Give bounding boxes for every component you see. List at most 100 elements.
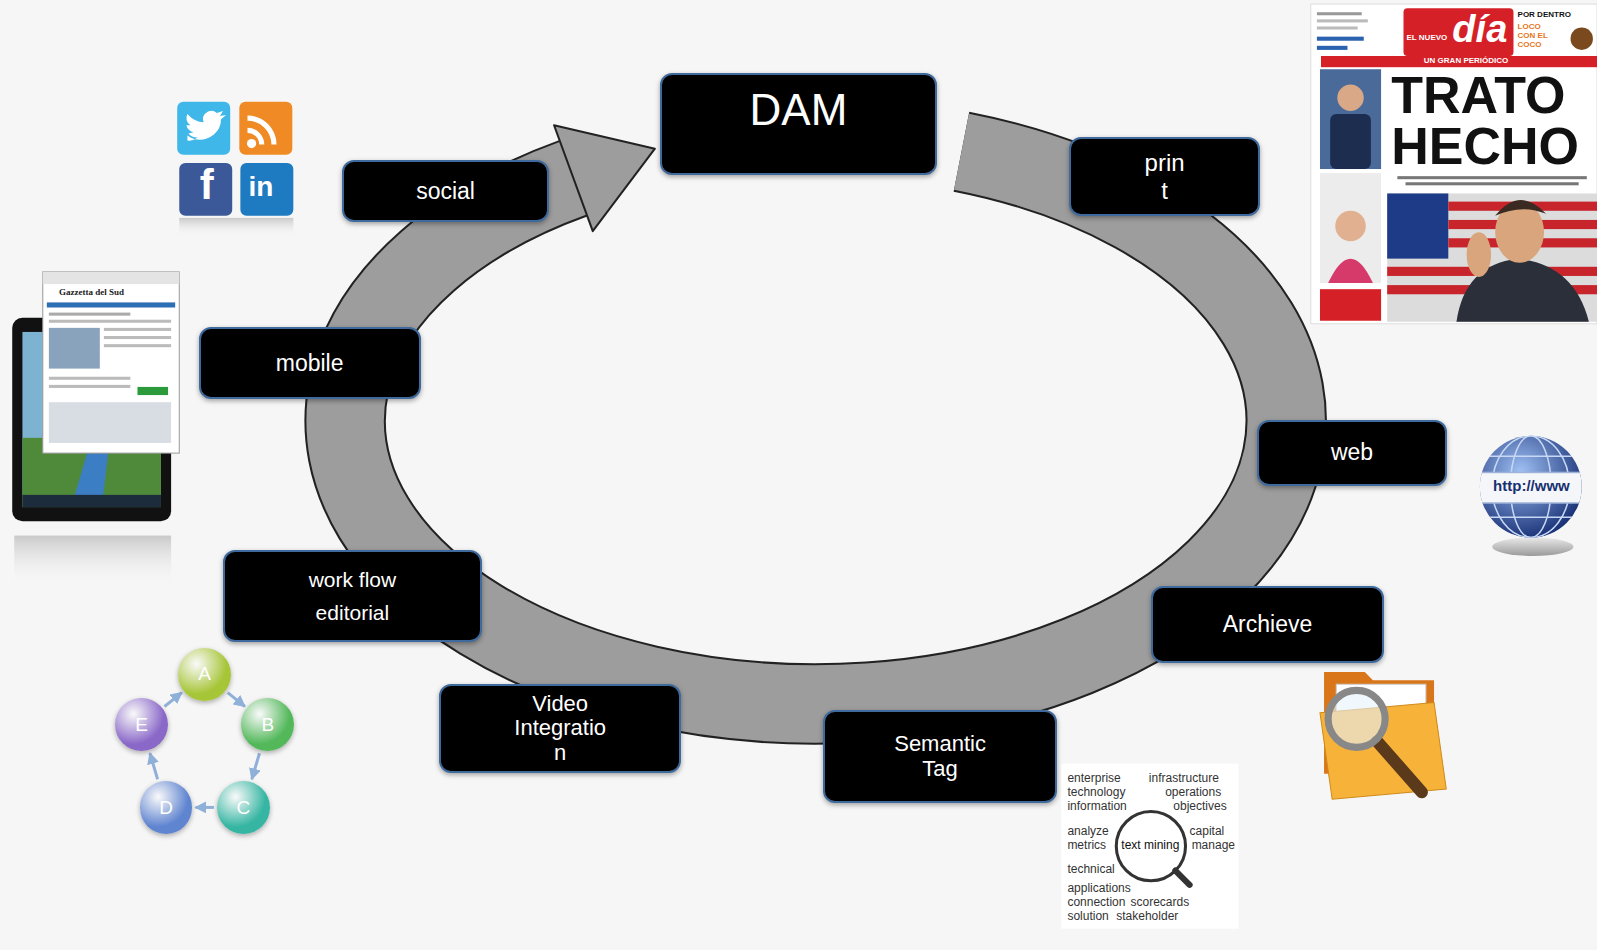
cloud-word: operations [1165, 786, 1221, 799]
magnifier-lens [1328, 690, 1385, 747]
cloud-word: objectives [1173, 800, 1226, 813]
cloud-word: technology [1067, 786, 1125, 799]
linkedin-icon [240, 163, 293, 216]
cloud-word: scorecards [1131, 896, 1190, 909]
rss-wave [247, 130, 261, 144]
icon-reflection [179, 218, 293, 236]
paper-line [1317, 46, 1348, 50]
process-box: Semantic Tag [823, 710, 1057, 804]
process-box: social [342, 160, 549, 222]
circle-letter: E [135, 714, 148, 736]
tablet-reflection [14, 536, 171, 587]
cycle-arrow [196, 806, 214, 809]
headline: TRATO [1391, 67, 1565, 124]
photo-body [1330, 114, 1371, 169]
circle-letter: B [262, 714, 275, 736]
page-line [104, 328, 171, 331]
cloud-word: connection [1067, 896, 1125, 909]
paper-main-photo [1387, 193, 1597, 321]
man-hair [1495, 200, 1546, 216]
box-label: prin t [1145, 149, 1185, 204]
cloud-word: capital [1190, 825, 1225, 838]
magnifier-handle [1377, 741, 1422, 792]
globe-stand [1492, 538, 1573, 556]
cycle-circle: E [115, 698, 168, 751]
cloud-word: technical [1067, 863, 1114, 876]
tablet-toolbar [22, 495, 161, 507]
box-label: DAM [750, 85, 848, 136]
tablet-page [43, 272, 179, 453]
page-line [104, 336, 171, 339]
page-photo [49, 328, 100, 369]
cycle-arrow [150, 753, 158, 779]
paper-photo [1320, 69, 1381, 169]
paper-photo [1320, 173, 1381, 283]
cloud-word: stakeholder [1116, 910, 1178, 923]
rss-icon [239, 102, 292, 155]
paper-line [1317, 37, 1364, 41]
ring-arrowhead [554, 125, 655, 231]
cycle-arrow [252, 753, 260, 779]
page-bar [47, 302, 175, 307]
cycle-arrow [165, 693, 182, 707]
masthead: EL NUEVO [1407, 34, 1448, 43]
headline: HECHO [1391, 118, 1579, 175]
cycle-circle: C [217, 781, 270, 834]
twitter-icon [177, 102, 230, 155]
process-box: Archieve [1151, 586, 1384, 662]
globe-grid [1477, 436, 1585, 538]
process-box: work flow editorial [223, 550, 482, 643]
cloud-word: analyze [1067, 825, 1108, 838]
circle-letter: C [237, 797, 251, 819]
paper-line [1406, 182, 1579, 185]
cloud-word: infrastructure [1149, 772, 1219, 785]
twitter-bird [186, 111, 226, 141]
ring-band [345, 152, 1286, 704]
page-line [49, 377, 130, 380]
process-box: web [1257, 420, 1447, 486]
page-line [49, 313, 130, 316]
cloud-word: applications [1067, 882, 1130, 895]
process-box: prin t [1069, 137, 1259, 215]
paper-line [1317, 12, 1362, 15]
photo-body [1328, 259, 1373, 283]
page-header [43, 272, 179, 284]
teaser: POR DENTRO [1518, 11, 1571, 20]
rss-wave [247, 118, 273, 144]
cloud-word: information [1067, 800, 1126, 813]
masthead: día [1452, 9, 1507, 51]
process-box: DAM [660, 73, 937, 175]
wordcloud-ground [1061, 764, 1238, 929]
photo-face [1335, 211, 1366, 242]
process-box: Video Integratio n [439, 684, 681, 773]
paper-line [1397, 176, 1586, 179]
paper-line [1317, 19, 1368, 22]
page-block [49, 402, 171, 443]
paper-line [1317, 26, 1358, 29]
cloud-word: solution [1067, 910, 1108, 923]
rss-dot [247, 139, 256, 148]
process-box: mobile [199, 327, 421, 399]
box-label: web [1331, 439, 1373, 465]
wordcloud-lens-handle [1175, 871, 1189, 885]
man-hand [1467, 232, 1491, 277]
flag-canton [1387, 193, 1448, 258]
box-label: social [416, 178, 475, 204]
box-label: work flow editorial [295, 563, 409, 630]
newspaper-bar [1321, 56, 1597, 67]
page-button [137, 387, 168, 395]
photo-face [1337, 85, 1363, 111]
paper-box [1320, 289, 1381, 321]
cycle-circle: A [178, 648, 231, 701]
newspaper-logo [1403, 8, 1513, 56]
masthead: Gazzetta del Sud [59, 288, 124, 298]
page-line [49, 320, 171, 323]
circle-letter: A [198, 663, 211, 685]
icon-letter: in [249, 172, 274, 203]
globe [1480, 436, 1582, 538]
cycle-circle: D [140, 781, 193, 834]
cycle-circle: B [241, 698, 294, 751]
coconut [1571, 27, 1593, 49]
page-line [104, 344, 171, 347]
